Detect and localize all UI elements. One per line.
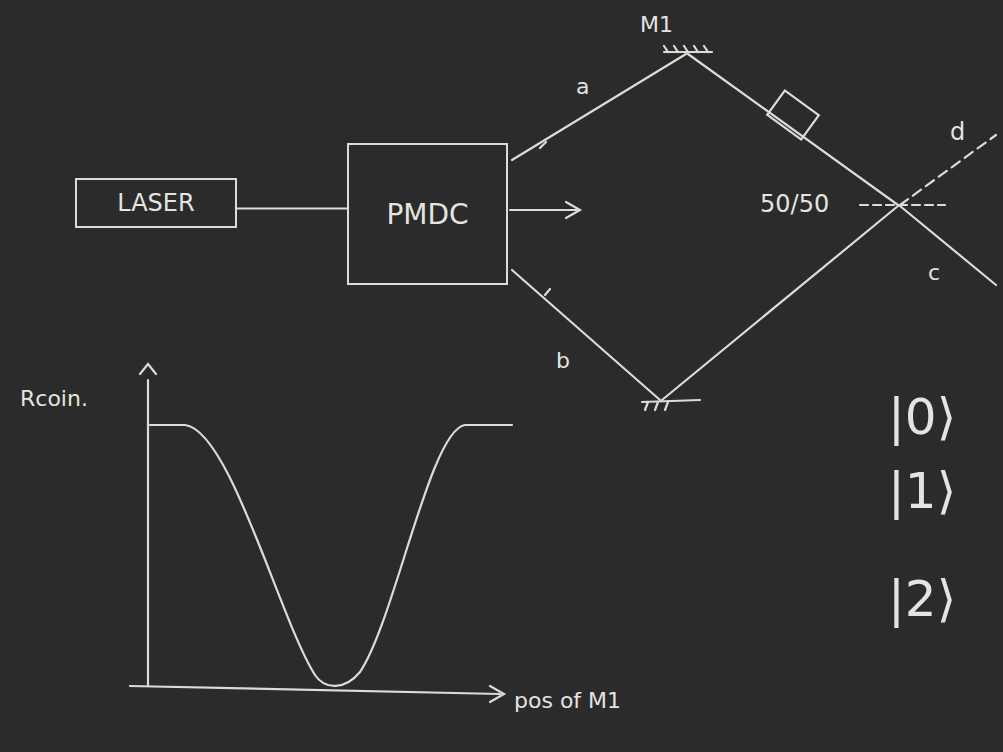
beam-a-reflected [688, 54, 898, 205]
ket-label: |1⟩ [888, 466, 956, 516]
path-label: d [950, 120, 965, 144]
beam-b-reflected [662, 206, 898, 400]
beam-a [512, 54, 686, 160]
pump-beam [510, 209, 578, 211]
path-label: b [556, 350, 570, 372]
delay-plate [767, 91, 819, 140]
tick [540, 142, 550, 295]
laser-box: LASER [75, 178, 237, 228]
arrow-head [566, 202, 580, 218]
mirror [642, 400, 700, 402]
path-label: a [576, 76, 589, 98]
axis-label: pos of M1 [514, 690, 621, 712]
hom-dip-curve [150, 425, 512, 686]
y-axis [147, 380, 149, 686]
path-label: c [928, 262, 940, 284]
source-box: PMDC [347, 143, 508, 285]
ket-label: |0⟩ [888, 392, 956, 442]
connector [237, 208, 347, 209]
axis-label: Rcoin. [20, 388, 88, 410]
beam-b [512, 270, 660, 400]
ket-label: |2⟩ [888, 574, 956, 624]
mirror-label: M1 [640, 14, 673, 36]
mirror-hatch [645, 402, 668, 410]
output-c [900, 206, 996, 285]
output-d [900, 135, 996, 205]
splitter-label: 50/50 [760, 192, 829, 216]
arrow-head [140, 364, 156, 374]
x-axis [130, 686, 500, 694]
box-text: PMDC [386, 198, 468, 231]
arrow-head [490, 686, 504, 702]
box-text: LASER [117, 189, 194, 217]
mirror-hatch [664, 46, 708, 52]
